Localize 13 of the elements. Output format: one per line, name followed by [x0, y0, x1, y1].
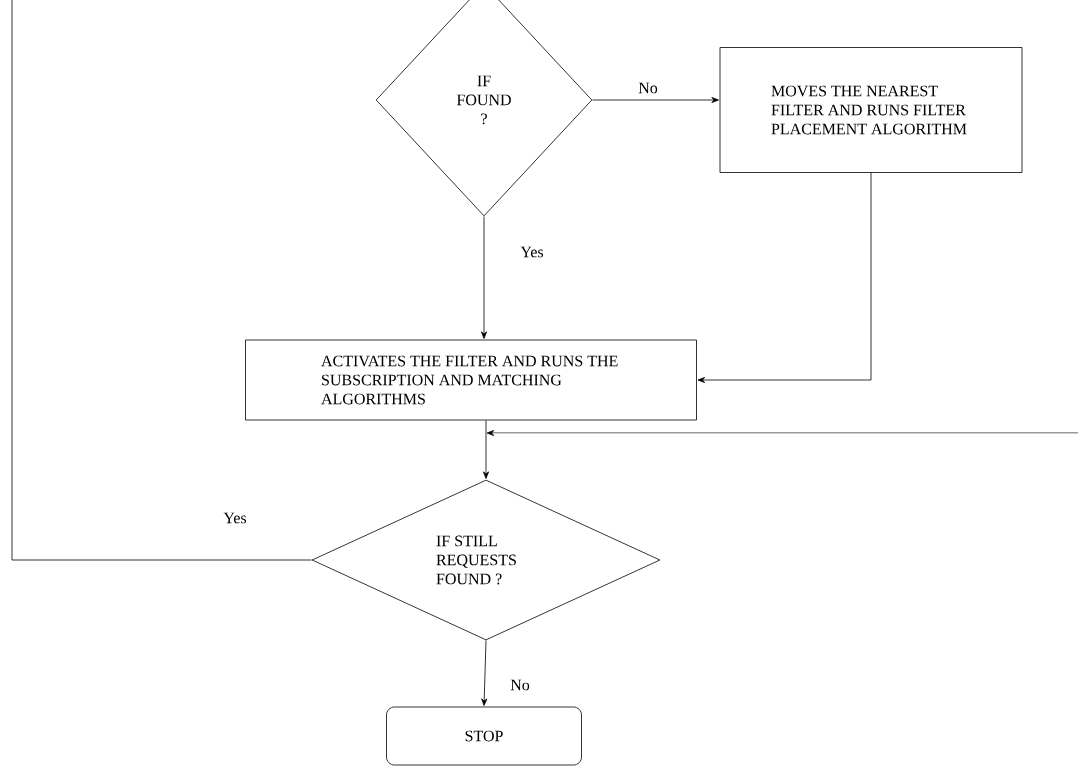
arrow: [483, 420, 489, 479]
edge-label: No: [509, 678, 531, 692]
arrow: [481, 216, 487, 339]
arrow: [592, 97, 719, 103]
process-box: ACTIVATES THE FILTER AND RUNS THE SUBSCRIPTION AND MATCHING ALGORITHMS: [245, 339, 697, 421]
terminal-box: STOP: [386, 706, 582, 766]
arrow: [486, 430, 1078, 436]
arrow: [697, 172, 872, 383]
edge-label: No: [637, 81, 659, 95]
arrow: [481, 640, 488, 706]
process-box: MOVES THE NEAREST FILTER AND RUNS FILTER PLACEMENT ALGORITHM: [719, 47, 1023, 173]
edge-label: Yes: [519, 245, 545, 259]
edge-label: Yes: [222, 511, 248, 525]
